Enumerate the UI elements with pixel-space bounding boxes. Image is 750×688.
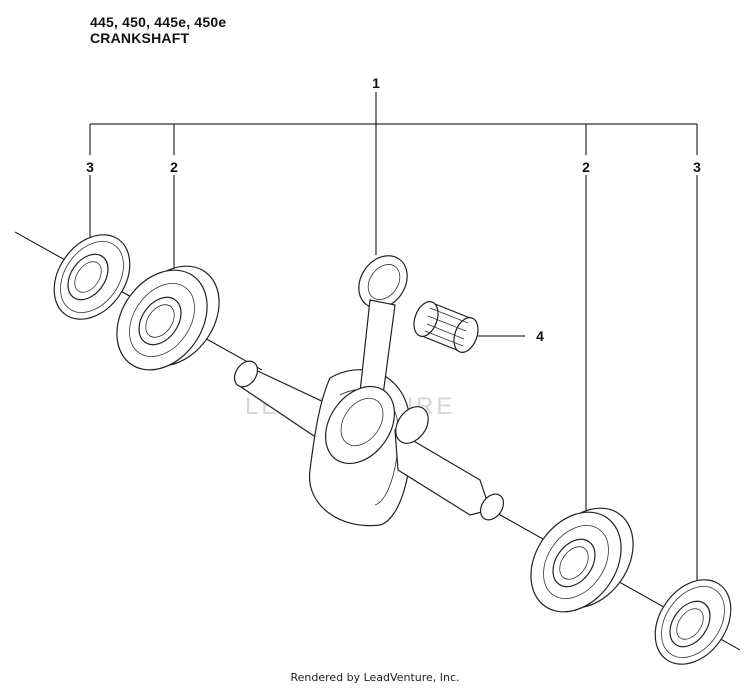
- callout-2-right: 2: [582, 159, 590, 175]
- callout-3-left: 3: [86, 159, 94, 175]
- callout-4: 4: [536, 328, 544, 344]
- footer-credit: Rendered by LeadVenture, Inc.: [290, 671, 460, 684]
- needle-bearing: [413, 301, 479, 353]
- bearing-left: [116, 265, 220, 371]
- connecting-rod: [324, 255, 408, 465]
- callout-2-left: 2: [170, 159, 178, 175]
- diagram-models: 445, 450, 445e, 450e: [90, 14, 227, 30]
- diagram-title: CRANKSHAFT: [90, 30, 190, 46]
- callout-1: 1: [372, 75, 380, 91]
- callout-3-right: 3: [693, 159, 701, 175]
- bearing-right: [530, 507, 634, 613]
- seal-right: [654, 579, 732, 665]
- seal-left: [53, 234, 131, 320]
